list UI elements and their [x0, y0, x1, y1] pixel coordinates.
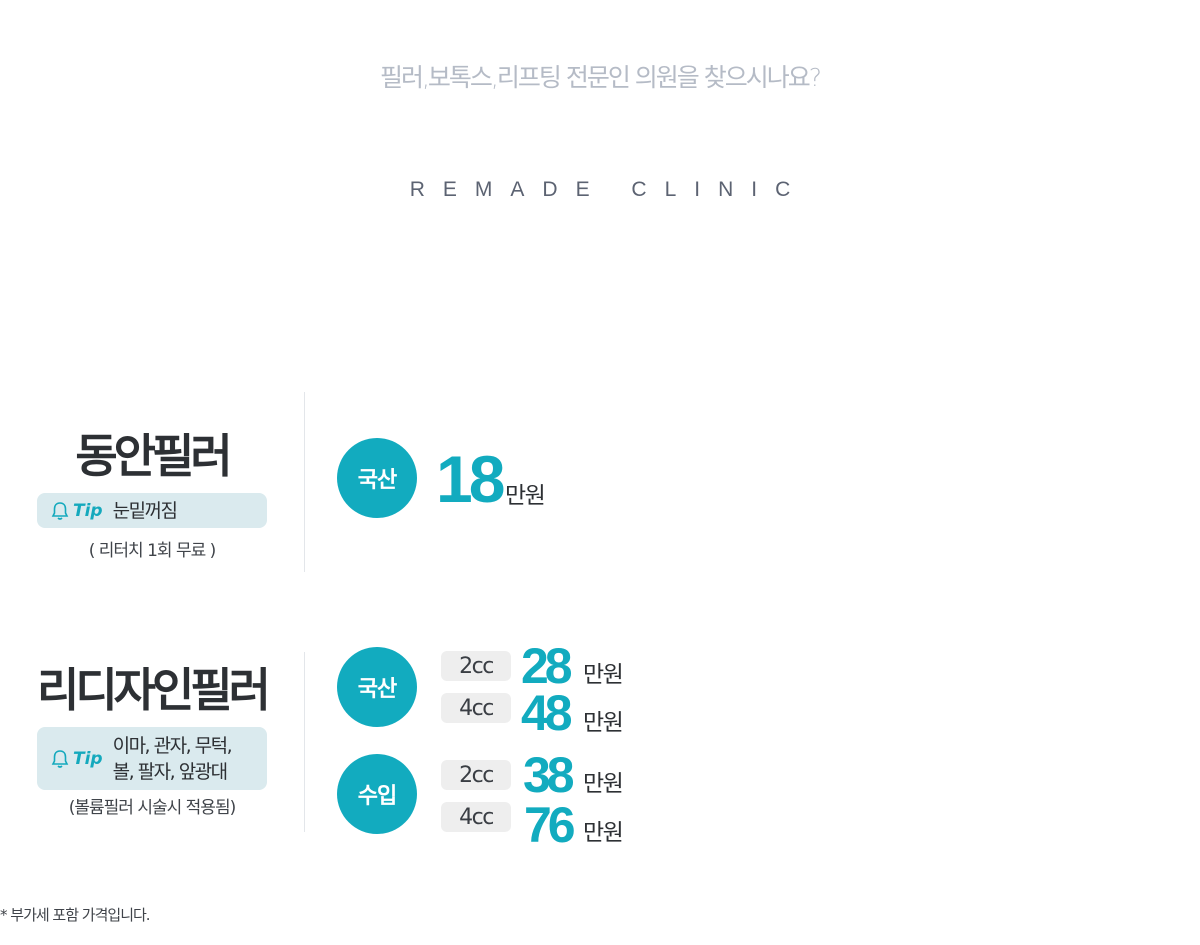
tip-text: 이마, 관자, 무턱, 볼, 팔자, 앞광대 — [112, 733, 233, 785]
origin-badge-domestic: 국산 — [337, 647, 417, 727]
product2-title: 리디자인필러 — [37, 663, 271, 717]
product1-tip: Tip 눈밑꺼짐 — [37, 493, 267, 528]
price-value: 76 — [524, 797, 576, 853]
volume-badge: 4cc — [441, 802, 511, 832]
bell-icon — [51, 501, 69, 520]
vat-footnote: * 부가세 포함 가격입니다. — [0, 906, 151, 924]
brand-name: REMADE CLINIC — [409, 178, 809, 201]
price-value: 48 — [521, 685, 573, 741]
product2-info: 리디자인필러 Tip 이마, 관자, 무턱, 볼, 팔자, 앞광대 (볼륨필러 … — [0, 660, 304, 818]
price-unit: 만원 — [583, 820, 624, 846]
product2-tip: Tip 이마, 관자, 무턱, 볼, 팔자, 앞광대 — [37, 727, 267, 790]
page-headline: 필러,보톡스,리프팅 전문인 의원을 찾으시나요? — [379, 63, 822, 92]
divider-product2 — [304, 652, 305, 832]
origin-badge-imported: 수입 — [337, 754, 417, 834]
tip-label: Tip — [73, 748, 103, 769]
product1-info: 동안필러 Tip 눈밑꺼짐 ( 리터치 1회 무료 ) — [0, 426, 304, 561]
origin-badge-domestic: 국산 — [337, 438, 417, 518]
price-unit: 만원 — [583, 662, 624, 688]
volume-badge: 2cc — [441, 760, 511, 790]
price-unit: 만원 — [583, 710, 624, 736]
price-value: 28 — [521, 638, 573, 694]
product1-price: 18 — [436, 442, 505, 516]
divider-product1 — [304, 392, 305, 572]
product1-title: 동안필러 — [75, 429, 232, 483]
product1-note: ( 리터치 1회 무료 ) — [88, 541, 217, 561]
price-value: 38 — [523, 747, 575, 803]
tip-text: 눈밑꺼짐 — [112, 499, 178, 522]
tip-line: 볼, 팔자, 앞광대 — [112, 760, 229, 783]
tip-line: 이마, 관자, 무턱, — [112, 734, 233, 757]
tip-label: Tip — [73, 500, 103, 521]
volume-badge: 4cc — [441, 693, 511, 723]
bell-icon — [51, 749, 69, 768]
product2-note: (볼륨필러 시술시 적용됨) — [68, 798, 236, 818]
price-unit: 만원 — [583, 771, 624, 797]
price-unit: 만원 — [505, 483, 546, 509]
volume-badge: 2cc — [441, 651, 511, 681]
